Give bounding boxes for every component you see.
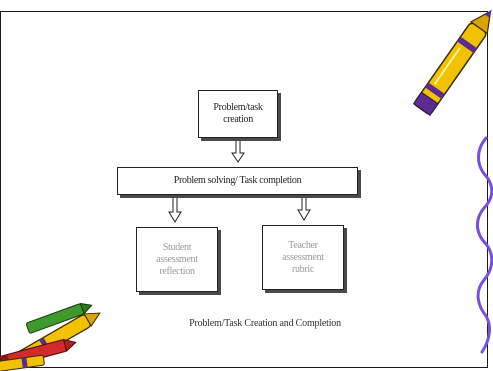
slide-border — [0, 11, 488, 368]
node-student-assessment-label: Student assessment reflection — [156, 241, 198, 277]
arrow-creation-to-solving — [231, 137, 245, 163]
node-student-assessment: Student assessment reflection — [136, 227, 218, 292]
node-task-creation: Problem/task creation — [198, 90, 278, 138]
arrow-solving-to-student — [168, 194, 182, 223]
arrow-solving-to-teacher — [297, 194, 311, 221]
node-task-creation-label: Problem/task creation — [213, 102, 263, 125]
node-teacher-assessment-label: Teacher assessment rubric — [282, 239, 324, 275]
node-task-completion-label: Problem solving/ Task completion — [173, 175, 302, 186]
diagram-caption: Problem/Task Creation and Completion — [189, 318, 341, 329]
node-task-completion: Problem solving/ Task completion — [117, 167, 358, 195]
node-teacher-assessment: Teacher assessment rubric — [262, 225, 344, 290]
